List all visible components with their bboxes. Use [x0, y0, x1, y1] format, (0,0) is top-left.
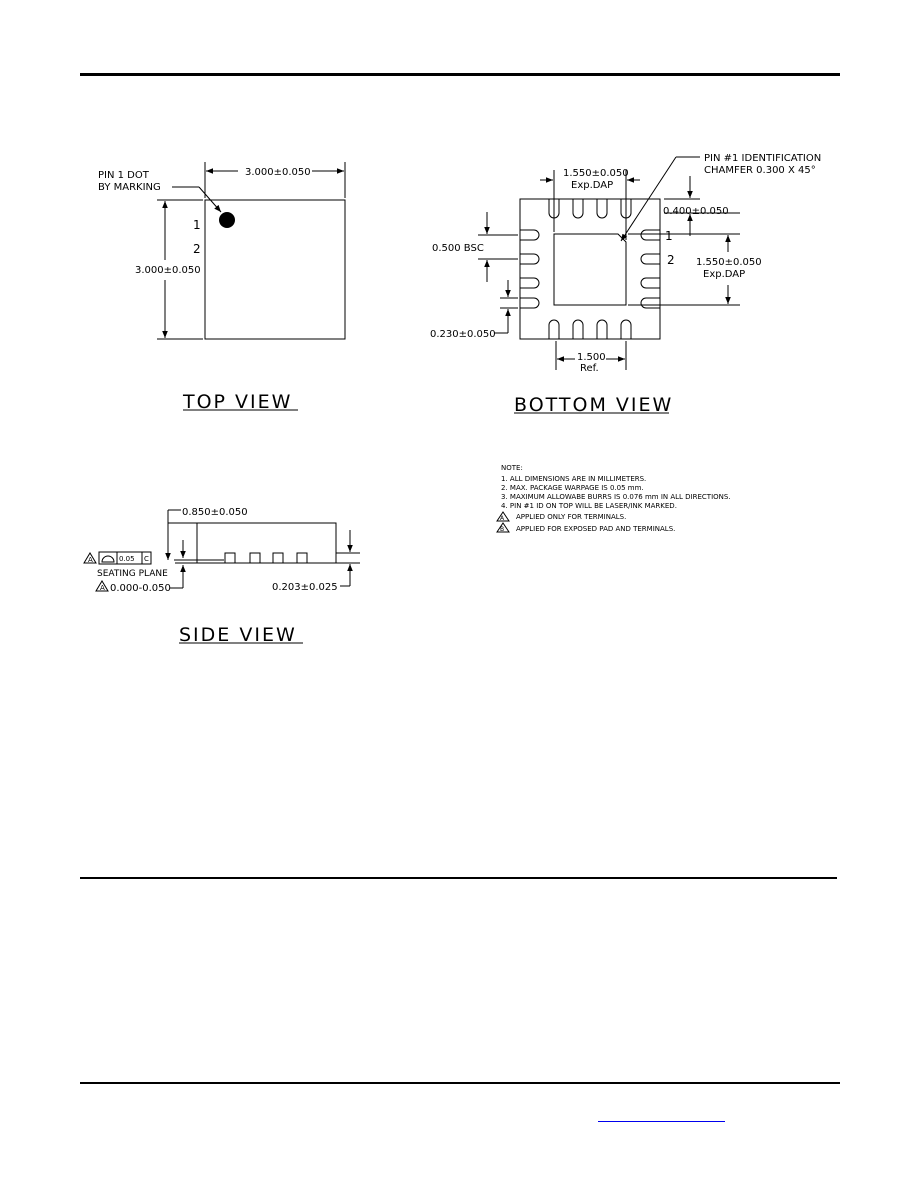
- top-view-title: TOP VIEW: [182, 391, 292, 413]
- seating-plane-label: SEATING PLANE: [97, 569, 168, 579]
- pin1-label-line2: BY MARKING: [98, 182, 161, 193]
- flatness-symbol: [101, 555, 115, 563]
- top-view-body: [204, 199, 346, 340]
- dap-height-dim: 1.550±0.050: [696, 257, 762, 268]
- side-terminal: [249, 552, 261, 564]
- top-width-dim: 3.000±0.050: [245, 167, 311, 178]
- bottom-pad-bottom: [548, 319, 560, 339]
- flatness-frame: [98, 551, 152, 565]
- notes: NOTE: 1. ALL DIMENSIONS ARE IN MILLIMETE…: [496, 464, 731, 533]
- note-triangle-a: [496, 511, 510, 522]
- pin-id-label-line1: PIN #1 IDENTIFICATION: [704, 153, 821, 164]
- middle-rule: [80, 877, 837, 879]
- bottom-view: [478, 156, 740, 414]
- datum-label: C: [144, 555, 149, 563]
- footer-rule: [80, 1082, 840, 1084]
- pitch-dim: 0.500 BSC: [432, 243, 484, 254]
- bottom-view-title: BOTTOM VIEW: [514, 394, 673, 416]
- note-item: 1. ALL DIMENSIONS ARE IN MILLIMETERS.: [501, 475, 646, 483]
- pin-id-label-line2: CHAMFER 0.300 X 45°: [704, 165, 816, 176]
- side-height-dim: 0.850±0.050: [182, 507, 248, 518]
- note-flag-symbol: A: [500, 515, 505, 522]
- bottom-pad-bottom: [596, 319, 608, 339]
- bottom-pad-top: [596, 199, 608, 219]
- pad-length-dim: 0.400±0.050: [663, 206, 729, 217]
- ref-sub: Ref.: [580, 363, 599, 374]
- note-flag-text: APPLIED FOR EXPOSED PAD AND TERMINALS.: [516, 525, 675, 533]
- bottom-pad-right: [640, 229, 660, 241]
- pin1-dot: [219, 212, 235, 228]
- bottom-pad-bottom: [572, 319, 584, 339]
- callout-triangle-a: [83, 552, 97, 564]
- ref-dim: 1.500: [577, 352, 606, 363]
- note-flag-symbol: B: [500, 526, 504, 533]
- note-triangle-b: [496, 522, 510, 533]
- pad-width-dim: 0.230±0.050: [430, 329, 496, 340]
- callout-triangle-a: [95, 580, 109, 592]
- bottom-pin-2: 2: [667, 253, 675, 267]
- callout-symbol: A: [88, 556, 93, 564]
- bottom-view-body: [519, 198, 661, 340]
- flatness-value: 0.05: [119, 555, 135, 563]
- notes-heading: NOTE:: [501, 464, 523, 472]
- side-view: [83, 509, 360, 644]
- side-view-title: SIDE VIEW: [179, 624, 297, 646]
- header-rule: [80, 73, 840, 76]
- bottom-pad-right: [640, 297, 660, 309]
- top-pin-2: 2: [193, 242, 201, 256]
- bottom-pad-top: [572, 199, 584, 219]
- top-view: [157, 162, 346, 411]
- top-pin-1: 1: [193, 218, 201, 232]
- bottom-pin-1: 1: [665, 229, 673, 243]
- side-view-body: [196, 522, 337, 564]
- bottom-pad-left: [520, 229, 540, 241]
- bottom-pad-left: [520, 253, 540, 265]
- dap-height-sub: Exp.DAP: [703, 269, 745, 280]
- footer-link[interactable]: [598, 1109, 725, 1122]
- dap-width-sub: Exp.DAP: [571, 180, 613, 191]
- pin1-label-line1: PIN 1 DOT: [98, 170, 150, 181]
- standoff-dim: 0.000-0.050: [110, 583, 171, 594]
- side-terminal: [224, 552, 236, 564]
- top-height-dim: 3.000±0.050: [135, 265, 201, 276]
- callout-symbol: A: [100, 584, 105, 592]
- exposed-pad: [553, 233, 627, 306]
- terminal-thickness-dim: 0.203±0.025: [272, 582, 338, 593]
- note-item: 4. PIN #1 ID ON TOP WILL BE LASER/INK MA…: [501, 502, 677, 510]
- bottom-pad-right: [640, 277, 660, 289]
- bottom-pad-bottom: [620, 319, 632, 339]
- bottom-pad-left: [520, 277, 540, 289]
- note-item: 3. MAXIMUM ALLOWABE BURRS IS 0.076 mm IN…: [501, 493, 731, 501]
- bottom-pad-right: [640, 253, 660, 265]
- dap-width-dim: 1.550±0.050: [563, 168, 629, 179]
- side-terminal: [296, 552, 308, 564]
- note-flag-text: APPLIED ONLY FOR TERMINALS.: [516, 513, 626, 521]
- note-item: 2. MAX. PACKAGE WARPAGE IS 0.05 mm.: [501, 484, 644, 492]
- side-terminal: [272, 552, 284, 564]
- bottom-pad-left: [520, 297, 540, 309]
